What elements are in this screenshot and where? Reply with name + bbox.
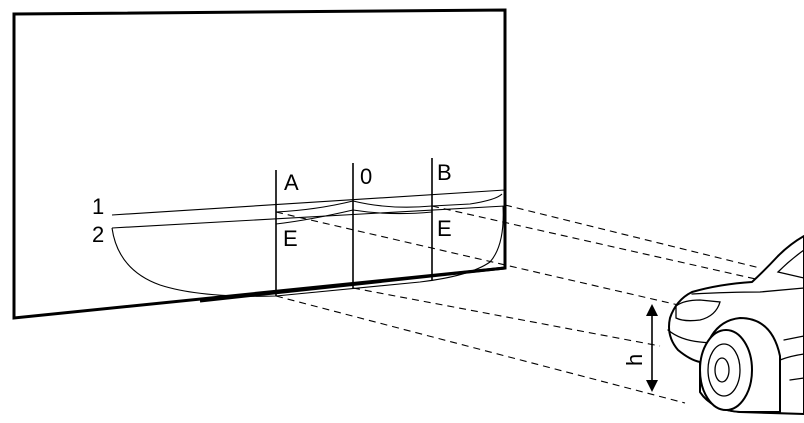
label-line-2: 2 [92,222,104,247]
beam-pattern-outline [111,205,504,297]
projection-line-top [504,204,761,269]
label-point-b: B [437,160,452,185]
label-height-h: h [622,354,647,366]
reference-line-1 [111,189,506,216]
height-arrow-bottom-head [646,380,658,392]
label-point-e-left: E [283,226,298,251]
reference-line-2 [111,205,506,229]
projection-line-zero [352,287,661,347]
label-point-e-right: E [437,216,452,241]
height-arrow-top-head [646,304,658,316]
projection-line-beam-b [431,205,761,281]
projection-line-beam-a [275,211,701,311]
projection-line-ground [275,295,686,404]
label-point-zero: 0 [360,164,372,189]
screen-ground-line [199,266,506,303]
label-point-a: A [284,170,299,195]
car-illustration [667,235,804,415]
beam-cutoff-upper [275,193,503,213]
label-line-1: 1 [92,194,104,219]
